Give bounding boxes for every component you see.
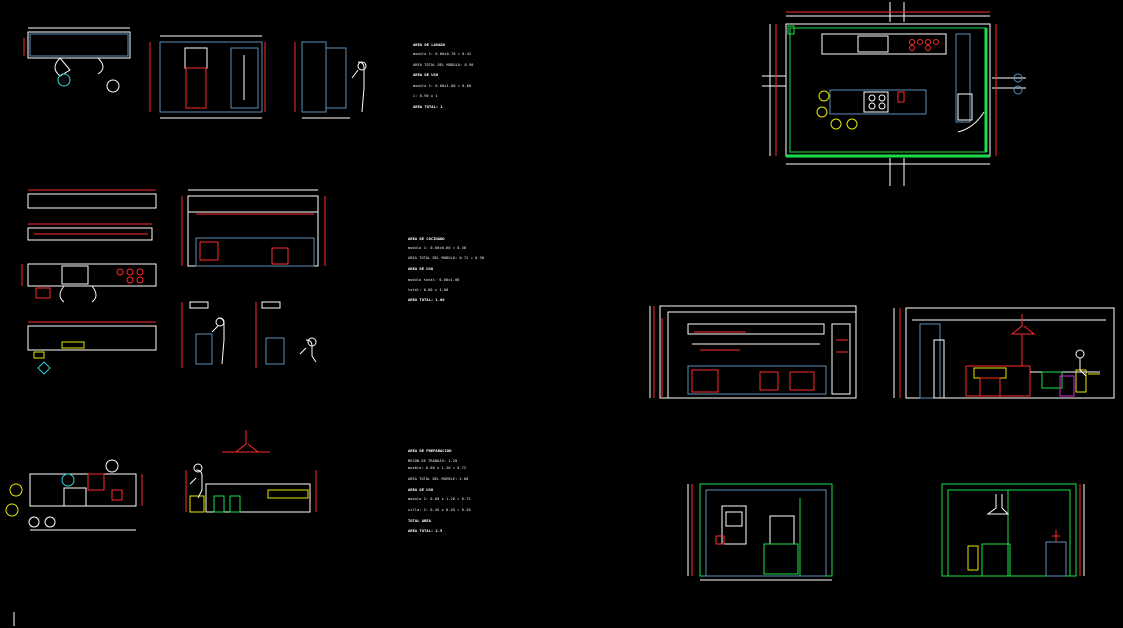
note-1-line-6: 1: 0.90 x 1 (413, 94, 438, 98)
note-2-line-6: total: 0.60 x 1.00 (408, 288, 448, 292)
cooking-module-plans (21, 189, 157, 375)
preparation-island-plan (5, 459, 143, 531)
note-3-line-9: AREA TOTAL: 2.5 (408, 528, 443, 533)
cooking-module-elevation (181, 189, 326, 267)
note-2-line-5: modulo total: 0.60x1.00 (408, 278, 460, 282)
note-3-line-2: MESON DE TRABAJO: 1.20 (408, 459, 457, 463)
washing-module-front-elevation (149, 35, 266, 119)
note-block-cooking: AREA DE COCINADO modulo 1: 0.60x0.60 = 0… (408, 236, 484, 302)
note-1-line-1: AREA DE LAVADO (413, 42, 446, 47)
note-3-line-3: mueble: 0.60 x 1.20 = 0.72 (408, 466, 466, 470)
kitchen-section-d (941, 483, 1085, 577)
note-3-line-6: modulo 1: 0.60 x 1.20 = 0.72 (408, 497, 471, 501)
note-3-line-4: AREA TOTAL DEL MUEBLE: 2.00 (408, 477, 469, 481)
note-2-line-4: AREA DE USO (408, 266, 434, 271)
note-2-line-7: AREA TOTAL: 1.00 (408, 297, 445, 302)
note-3-line-8: TOTAL AREA (408, 518, 432, 523)
note-1-line-7: AREA TOTAL: 1 (413, 104, 443, 109)
note-1-line-4: AREA DE USO (413, 72, 439, 77)
preparation-island-elevation (185, 430, 317, 513)
note-3-line-7: silla: 1: 0.45 x 0.45 = 0.20 (408, 508, 471, 512)
kitchen-floor-plan (762, 2, 1026, 186)
note-2-line-2: modulo 1: 0.60x0.60 = 0.36 (408, 246, 466, 250)
note-3-line-5: AREA DE USO (408, 487, 434, 492)
kitchen-elevation-a (649, 305, 857, 399)
note-3-line-1: AREA DE PREPARACION (408, 448, 452, 453)
washing-module-side-elevation (294, 41, 367, 119)
kitchen-section-c (687, 483, 833, 581)
note-1-line-2: modulo 1: 0.60x0.70 = 0.42 (413, 52, 471, 56)
cooking-module-sections (181, 301, 317, 368)
note-1-line-3: AREA TOTAL DEL MODULO: 0.90 (413, 63, 474, 67)
washing-module-plan (23, 27, 131, 93)
note-2-line-1: AREA DE COCINADO (408, 236, 445, 241)
note-2-line-3: AREA TOTAL DEL MODULO: 0.72 = 0.36 (408, 256, 484, 260)
kitchen-elevation-b (893, 307, 1115, 399)
note-1-line-5: modulo 1: 0.60x1.00 = 0.60 (413, 84, 471, 88)
note-block-washing: AREA DE LAVADO modulo 1: 0.60x0.70 = 0.4… (413, 42, 474, 109)
note-block-preparation: AREA DE PREPARACION MESON DE TRABAJO: 1.… (408, 448, 471, 533)
